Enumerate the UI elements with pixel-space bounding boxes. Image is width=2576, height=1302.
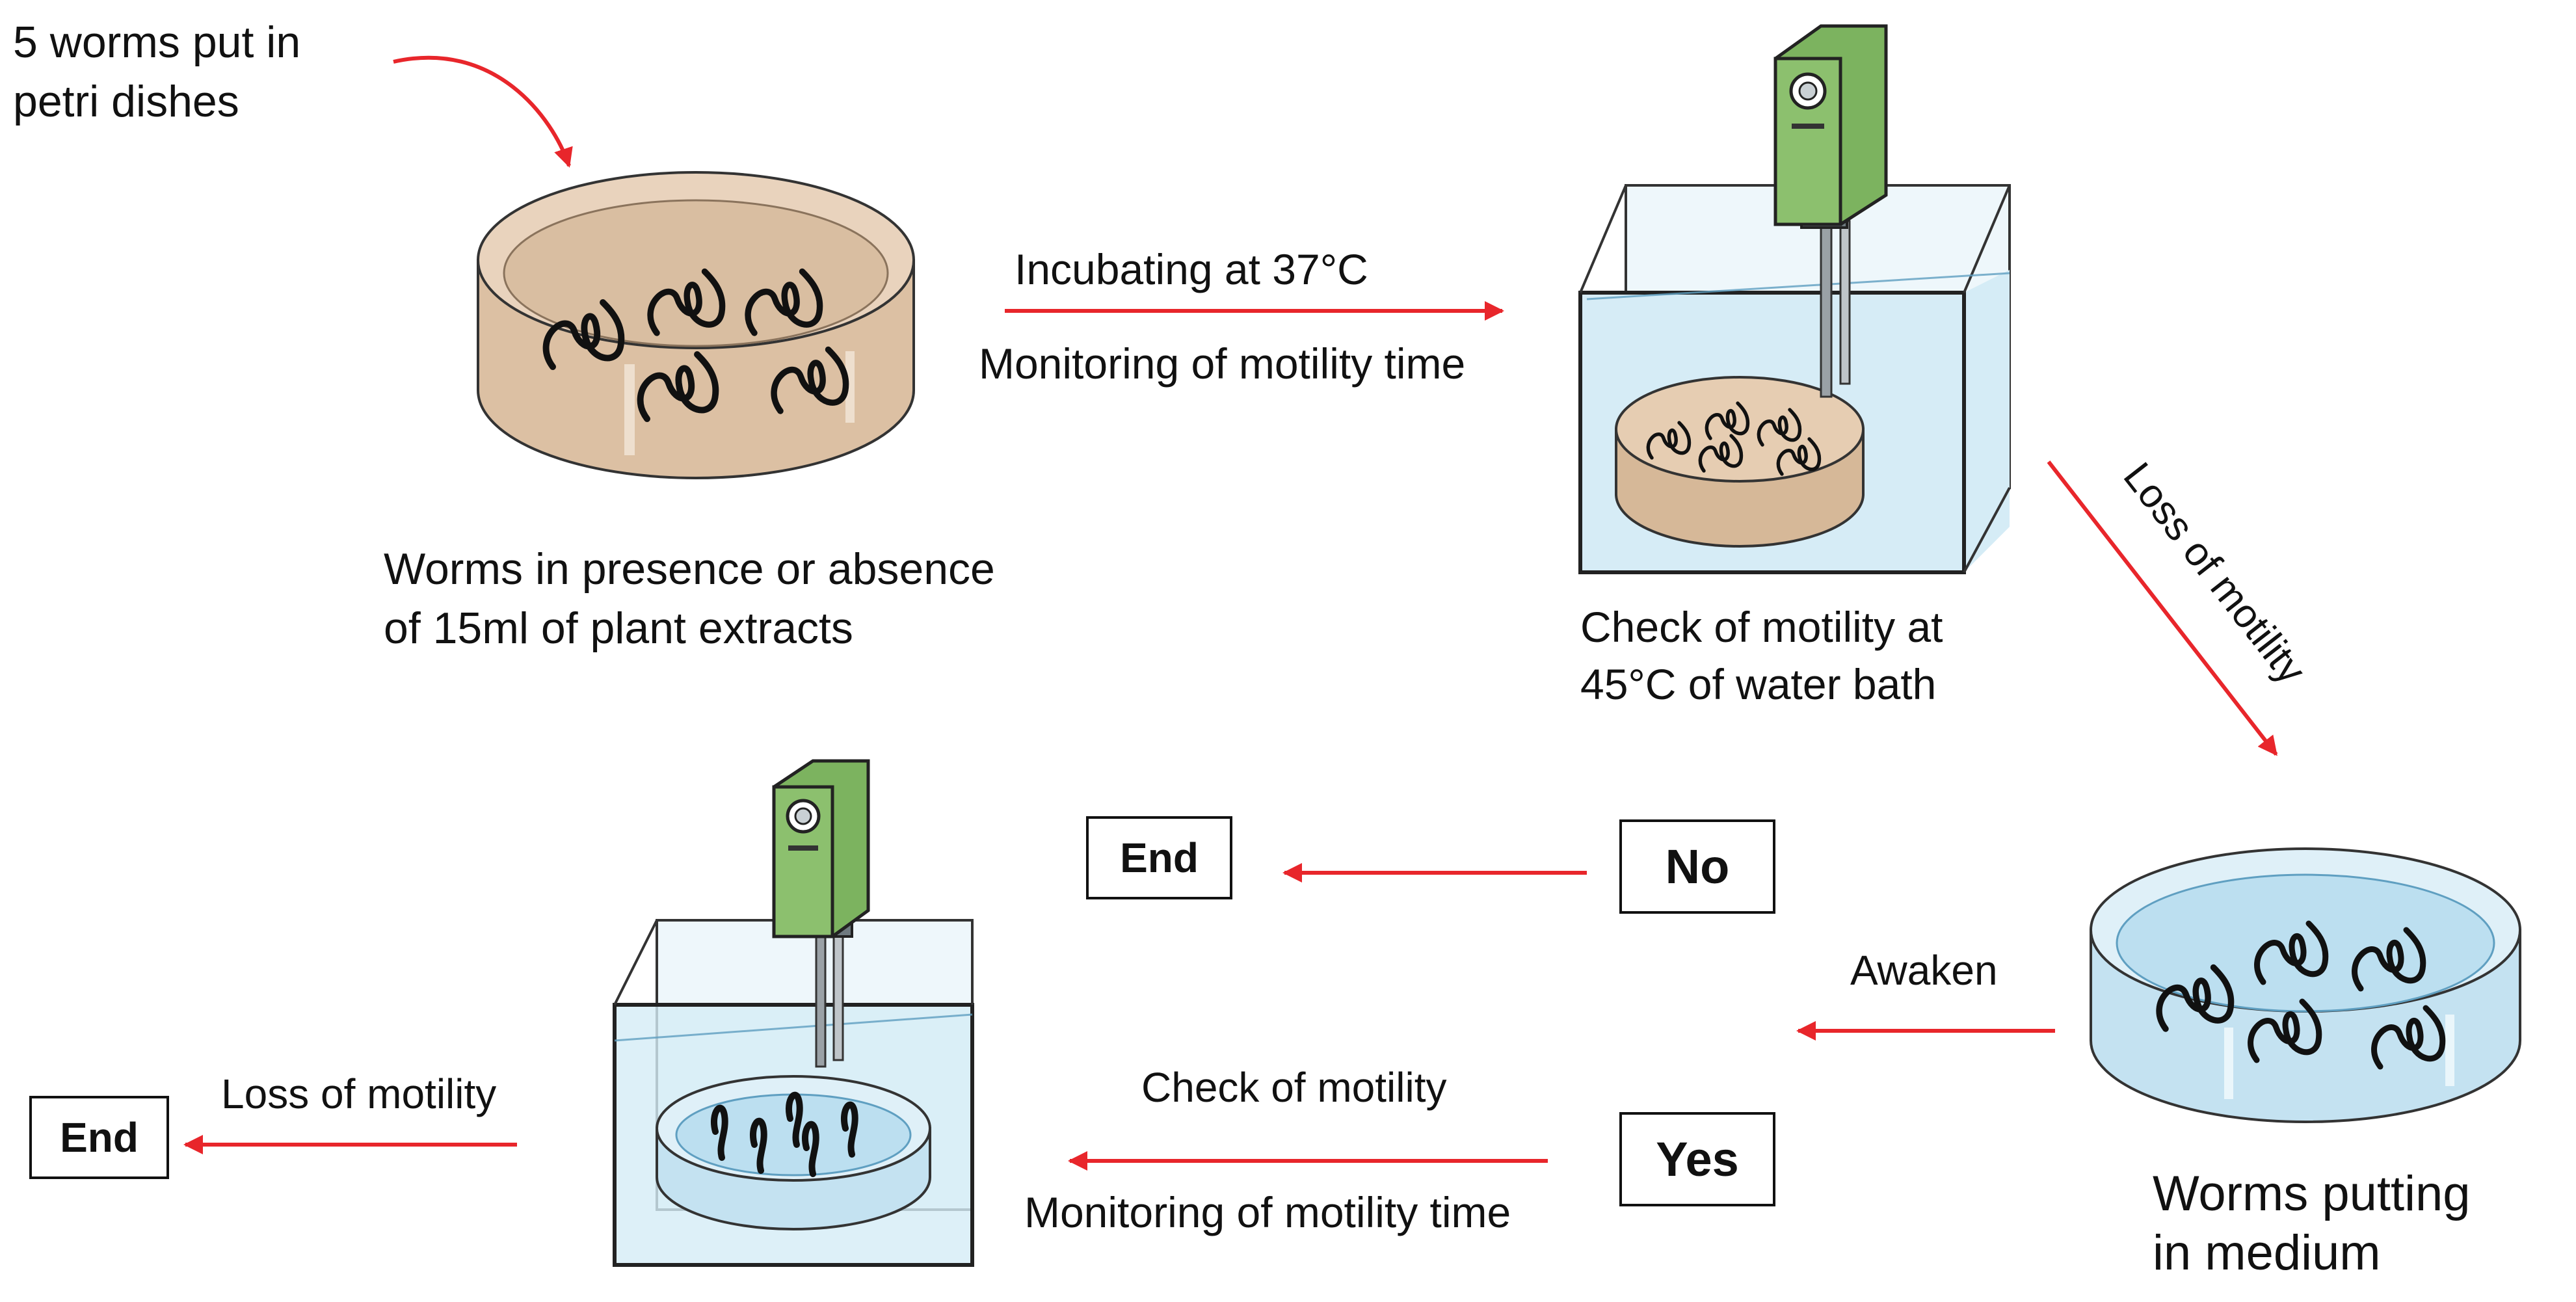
loss-bottom-label: Loss of motility — [221, 1070, 497, 1117]
end-box-top: End — [1086, 816, 1232, 899]
check-45-line-1: Check of motility at — [1580, 603, 1943, 651]
water-bath-icon — [1578, 184, 2011, 574]
arrow-icon — [2047, 460, 2278, 756]
check-motility-label: Check of motility — [1141, 1064, 1447, 1111]
check-45-caption: Check of motility at 45°C of water bath — [1580, 598, 1943, 713]
heater-icon — [772, 759, 870, 938]
worms-dish-line-2: of 15ml of plant extracts — [384, 604, 853, 654]
monitoring-top-label: Monitoring of motility time — [979, 339, 1466, 388]
water-bath-icon — [613, 919, 974, 1267]
curved-arrow-icon — [393, 55, 573, 168]
check-45-line-2: 45°C of water bath — [1580, 660, 1937, 709]
start-note-label: 5 worms put in petri dishes — [13, 13, 300, 131]
worms-dish-caption: Worms in presence or absence of 15ml of … — [384, 540, 995, 658]
worms-medium-line-1: Worms putting — [2153, 1166, 2471, 1221]
yes-box: Yes — [1619, 1112, 1775, 1206]
end-box-bottom: End — [29, 1096, 169, 1179]
monitoring-bottom-label: Monitoring of motility time — [1024, 1188, 1511, 1236]
worms-medium-caption: Worms putting in medium — [2153, 1164, 2471, 1282]
worms-dish-line-1: Worms in presence or absence — [384, 544, 995, 594]
incubating-label: Incubating at 37°C — [1015, 245, 1368, 293]
start-note-line-1: 5 worms put in — [13, 18, 301, 67]
petri-dish-icon — [477, 171, 915, 479]
petri-dish-icon — [2090, 847, 2521, 1123]
awaken-label: Awaken — [1850, 947, 1998, 994]
start-note-line-2: petri dishes — [13, 77, 239, 127]
heater-icon — [1773, 24, 1888, 229]
worms-medium-line-2: in medium — [2153, 1225, 2381, 1281]
no-box: No — [1619, 819, 1775, 914]
